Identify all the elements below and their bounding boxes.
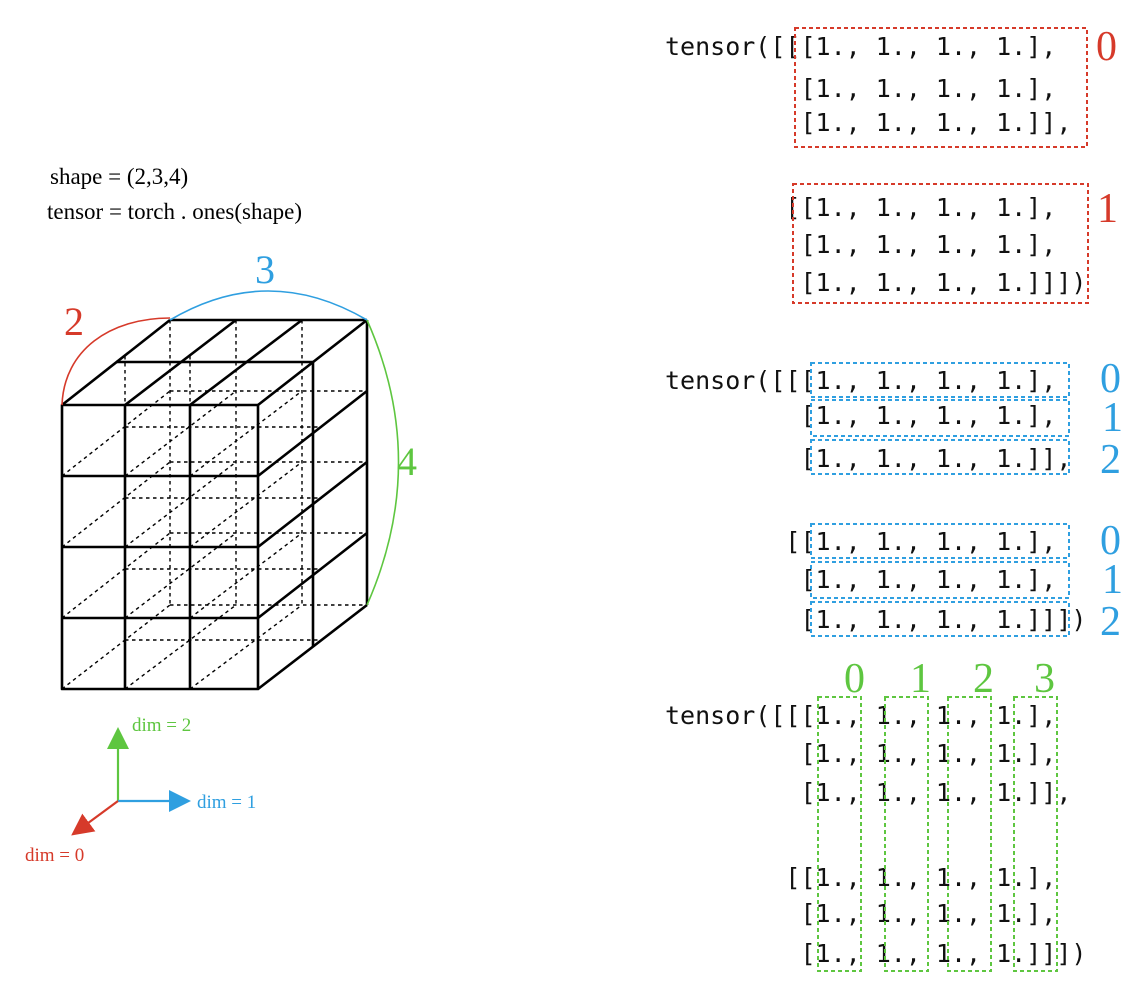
code-line: [1., 1., 1., 1.]]]) bbox=[665, 268, 1086, 297]
svg-text:tensor([[[1., 1., 1., 1.],: tensor([[[1., 1., 1., 1.], [1., 1., 1., … bbox=[665, 366, 1086, 634]
dim2-axis-label: dim = 2 bbox=[132, 715, 191, 736]
dim2-index-label: 3 bbox=[1034, 656, 1055, 702]
code-line: [1., 1., 1., 1.], bbox=[665, 565, 1056, 594]
code-header: shape = (2,3,4) tensor = torch . ones(sh… bbox=[47, 164, 302, 224]
dim1-index-label: 0 bbox=[1100, 356, 1121, 402]
dim2-column-box bbox=[1013, 696, 1058, 972]
code-line: tensor([[[1., 1., 1., 1.], bbox=[665, 32, 1056, 61]
dim0-index-label: 1 bbox=[1097, 186, 1118, 232]
code-line: [[1., 1., 1., 1.], bbox=[665, 193, 1056, 222]
dim1-index-label: 1 bbox=[1102, 395, 1123, 441]
dim1-row-box bbox=[810, 601, 1070, 637]
dim1-index-label: 2 bbox=[1100, 437, 1121, 483]
code-line: [1., 1., 1., 1.]], bbox=[665, 444, 1071, 473]
dim2-index-label: 0 bbox=[844, 656, 865, 702]
dim2-index-label: 1 bbox=[910, 656, 931, 702]
dim0-index-label: 0 bbox=[1096, 24, 1117, 70]
code-line: [1., 1., 1., 1.]], bbox=[665, 778, 1071, 807]
dim1-index-label: 2 bbox=[1100, 599, 1121, 645]
cube-visible-edges bbox=[60, 318, 369, 691]
dim1-axis-label: dim = 1 bbox=[197, 792, 256, 813]
dim0-slice-box bbox=[794, 27, 1088, 148]
shape-definition: shape = (2,3,4) bbox=[50, 164, 188, 189]
code-line: [1., 1., 1., 1.], bbox=[665, 230, 1056, 259]
code-line: [1., 1., 1., 1.], bbox=[665, 74, 1056, 103]
dim0-arc bbox=[61, 317, 171, 406]
dim1-row-box bbox=[810, 399, 1070, 437]
dim2-column-box bbox=[817, 696, 862, 972]
axes-legend: dim = 2 dim = 1 dim = 0 bbox=[25, 715, 256, 866]
dim2-size-label: 4 bbox=[397, 439, 417, 484]
dim1-index-label: 1 bbox=[1102, 557, 1123, 603]
dim2-column-box bbox=[884, 696, 929, 972]
dim1-row-box bbox=[810, 362, 1070, 398]
printout-dim1: tensor([[[1., 1., 1., 1.], [1., 1., 1., … bbox=[665, 356, 1123, 645]
dim1-row-box bbox=[810, 523, 1070, 559]
printout-dim0: tensor([[[1., 1., 1., 1.], [1., 1., 1., … bbox=[0, 0, 1139, 304]
dim2-arc bbox=[366, 319, 400, 606]
dim2-index-label: 2 bbox=[973, 656, 994, 702]
code-line: [1., 1., 1., 1.]], bbox=[665, 108, 1071, 137]
tensor-cube: 2 3 4 bbox=[60, 247, 417, 691]
code-line: [1., 1., 1., 1.]]]) bbox=[665, 939, 1086, 968]
code-line: [[1., 1., 1., 1.], bbox=[665, 527, 1056, 556]
dim0-axis-label: dim = 0 bbox=[25, 845, 84, 866]
dim1-row-box bbox=[810, 439, 1070, 475]
dim0-axis-arrow bbox=[71, 800, 119, 836]
dim2-column-box bbox=[947, 696, 992, 972]
code-line: [1., 1., 1., 1.], bbox=[665, 401, 1056, 430]
code-line: [1., 1., 1., 1.]]]) bbox=[665, 605, 1086, 634]
code-line: tensor([[[1., 1., 1., 1.], bbox=[665, 366, 1056, 395]
dim1-row-box bbox=[810, 561, 1070, 599]
dim0-size-label: 2 bbox=[64, 299, 84, 344]
dim1-arc bbox=[169, 290, 368, 321]
dim1-size-label: 3 bbox=[255, 247, 275, 292]
dim0-slice-box bbox=[792, 183, 1089, 304]
tensor-definition: tensor = torch . ones(shape) bbox=[47, 199, 302, 224]
cube-hidden-edges bbox=[61, 320, 367, 690]
dim1-index-label: 0 bbox=[1100, 518, 1121, 564]
svg-text:tensor([[[1., 1., 1., 1.],: tensor([[[1., 1., 1., 1.], [1., 1., 1., … bbox=[0, 0, 1139, 297]
